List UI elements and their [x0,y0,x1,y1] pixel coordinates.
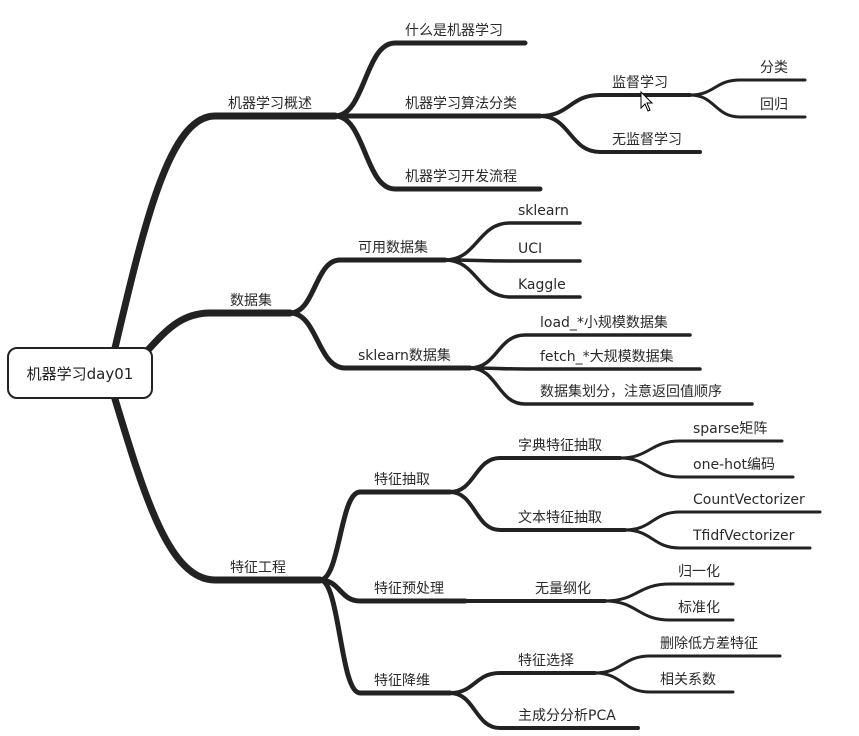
branch-line-a1 [332,40,528,119]
branch-line-c32 [448,691,640,730]
node-b[interactable]: 数据集 [230,292,272,309]
node-c31[interactable]: 特征选择 [518,653,574,669]
branch-line-c1 [317,489,453,583]
branch-line-b11 [443,221,582,262]
node-b13[interactable]: Kaggle [518,277,566,293]
branch-line-b23 [468,366,754,406]
node-c[interactable]: 特征工程 [230,560,286,576]
node-c211[interactable]: 归一化 [678,563,720,580]
node-b1[interactable]: 可用数据集 [358,239,428,256]
branch-line-a [111,112,339,352]
node-b22[interactable]: fetch_*大规模数据集 [540,348,674,365]
node-a21[interactable]: 监督学习 [612,75,668,91]
branch-line-c122 [623,528,812,550]
branch-line-a21 [538,93,692,118]
branch-line-b12 [443,258,582,263]
branch-line-b [144,309,294,354]
node-b2[interactable]: sklearn数据集 [358,347,451,364]
node-a3[interactable]: 机器学习开发流程 [405,169,517,185]
node-c32[interactable]: 主成分分析PCA [518,708,616,724]
branch-line-c211 [603,582,735,603]
node-b11[interactable]: sklearn [518,203,569,219]
branch-line-a3 [332,113,543,192]
node-a22[interactable]: 无监督学习 [612,132,682,148]
node-c112[interactable]: one-hot编码 [693,457,775,473]
node-c2[interactable]: 特征预处理 [374,581,444,597]
node-c311[interactable]: 删除低方差特征 [660,636,758,652]
node-a1[interactable]: 什么是机器学习 [405,23,503,39]
branch-line-c312 [593,671,735,694]
node-c212[interactable]: 标准化 [678,600,720,616]
branch-line-c212 [603,599,735,622]
node-a2[interactable]: 机器学习算法分类 [405,96,517,112]
node-b12[interactable]: UCI [518,241,542,257]
node-c121[interactable]: CountVectorizer [693,492,805,508]
branch-line-b2 [287,310,473,371]
node-c122[interactable]: TfidfVectorizer [692,528,795,544]
node-c21[interactable]: 无量纲化 [535,581,591,597]
branch-line-c112 [618,456,795,479]
node-c3[interactable]: 特征降维 [374,673,430,689]
node-a211[interactable]: 分类 [760,60,788,76]
branch-line-b1 [287,257,448,316]
branch-line-c [111,395,324,584]
mouse-cursor-icon [640,90,654,112]
branch-line-c3 [317,577,453,696]
node-a[interactable]: 机器学习概述 [228,96,312,112]
node-c111[interactable]: sparse矩阵 [693,421,767,437]
branch-line-b13 [443,258,582,299]
node-c12[interactable]: 文本特征抽取 [518,510,602,526]
branch-line-c311 [593,654,782,675]
node-c11[interactable]: 字典特征抽取 [518,438,602,454]
node-c312[interactable]: 相关系数 [660,672,716,688]
branch-line-a211 [688,78,807,97]
node-a212[interactable]: 回归 [760,96,788,113]
node-b23[interactable]: 数据集划分，注意返回值顺序 [540,383,722,400]
branch-line-c12 [448,490,627,532]
branch-line-a22 [538,114,702,154]
branch-line-a212 [688,93,807,119]
branch-line-c111 [618,439,784,460]
root-label: 机器学习day01 [26,364,134,383]
node-c1[interactable]: 特征抽取 [374,472,430,488]
node-b21[interactable]: load_*小规模数据集 [540,314,668,331]
root-node[interactable]: 机器学习day01 [7,347,153,399]
branch-line-c31 [448,671,597,695]
branch-line-c11 [448,456,622,494]
branch-line-b22 [468,366,702,371]
